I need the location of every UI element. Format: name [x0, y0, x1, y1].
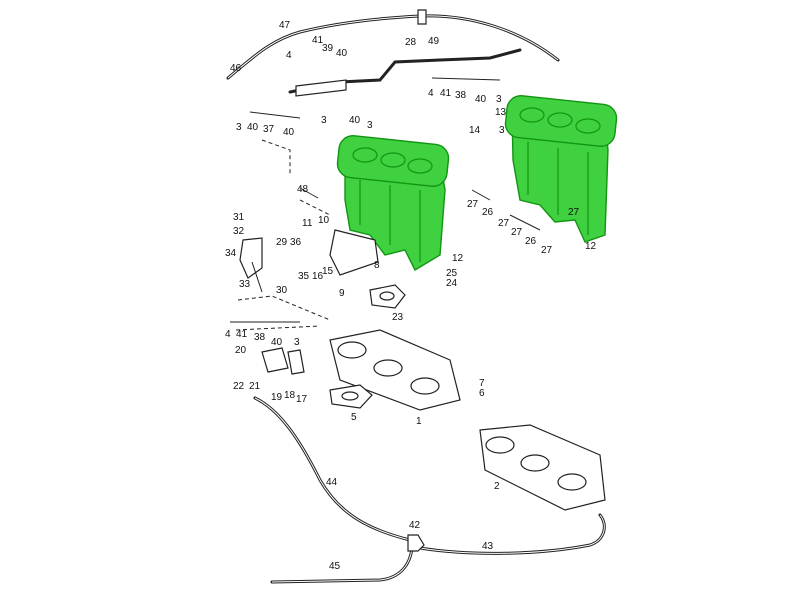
throttle-shaft-28[interactable]	[288, 48, 522, 97]
label-41: 41	[236, 329, 248, 340]
label-4: 4	[225, 329, 231, 340]
label-2: 2	[494, 481, 500, 492]
block-20[interactable]	[261, 347, 289, 373]
label-16: 16	[312, 271, 324, 282]
t-connector-42	[407, 534, 425, 552]
label-39: 39	[322, 43, 334, 54]
label-12: 12	[452, 253, 464, 264]
hose-45[interactable]	[270, 546, 414, 584]
label-8: 8	[374, 260, 380, 271]
label-37: 37	[263, 124, 275, 135]
label-12: 12	[585, 241, 597, 252]
label-36: 36	[290, 237, 302, 248]
label-22: 22	[233, 381, 245, 392]
label-45: 45	[329, 561, 341, 572]
label-13: 13	[495, 107, 507, 118]
label-23: 23	[392, 312, 404, 323]
callout-labels: 47 49 28 41 39 40 4 46 4 41 38 40 3 40 3…	[225, 20, 597, 572]
intake-manifold-12-right[interactable]	[504, 94, 618, 243]
label-47: 47	[279, 20, 291, 31]
lever-34[interactable]	[239, 237, 263, 279]
hose-clip-49	[417, 9, 427, 25]
label-4: 4	[428, 88, 434, 99]
bracket-8[interactable]	[329, 229, 379, 276]
label-31: 31	[233, 212, 245, 223]
label-3: 3	[321, 115, 327, 126]
label-27: 27	[568, 207, 580, 218]
label-7: 7	[479, 378, 485, 389]
label-40: 40	[349, 115, 361, 126]
label-27: 27	[541, 245, 553, 256]
label-40: 40	[336, 48, 348, 59]
label-6: 6	[479, 388, 485, 399]
label-35: 35	[298, 271, 310, 282]
block-17[interactable]	[287, 349, 305, 375]
label-20: 20	[235, 345, 247, 356]
label-40: 40	[283, 127, 295, 138]
label-30: 30	[276, 285, 288, 296]
label-43: 43	[482, 541, 494, 552]
label-28: 28	[405, 37, 417, 48]
carburetor-2[interactable]	[479, 424, 606, 511]
label-19: 19	[271, 392, 283, 403]
gasket-23[interactable]	[369, 284, 406, 309]
label-26: 26	[525, 236, 537, 247]
hose-47-49[interactable]	[226, 14, 560, 80]
label-32: 32	[233, 226, 245, 237]
label-48: 48	[297, 184, 309, 195]
label-44: 44	[326, 477, 338, 488]
label-42: 42	[409, 520, 421, 531]
label-29: 29	[276, 237, 288, 248]
label-14: 14	[469, 125, 481, 136]
gasket-5[interactable]	[329, 384, 373, 409]
label-41: 41	[440, 88, 452, 99]
label-3: 3	[294, 337, 300, 348]
label-33: 33	[239, 279, 251, 290]
label-25: 25	[446, 268, 458, 279]
label-40: 40	[475, 94, 487, 105]
label-11: 11	[302, 218, 313, 229]
label-27: 27	[511, 227, 523, 238]
intake-manifold-12-left[interactable]	[336, 134, 450, 271]
label-3: 3	[499, 125, 505, 136]
label-9: 9	[339, 288, 345, 299]
label-27: 27	[467, 199, 479, 210]
label-3: 3	[236, 122, 242, 133]
label-21: 21	[249, 381, 261, 392]
hose-44[interactable]	[253, 396, 412, 542]
label-10: 10	[318, 215, 330, 226]
label-40: 40	[247, 122, 259, 133]
label-27: 27	[498, 218, 510, 229]
label-3: 3	[367, 120, 373, 131]
label-1: 1	[416, 416, 422, 427]
label-38: 38	[254, 332, 266, 343]
label-38: 38	[455, 90, 467, 101]
rod-48	[299, 187, 319, 199]
label-17: 17	[296, 394, 308, 405]
label-49: 49	[428, 36, 440, 47]
rod-30	[251, 261, 263, 293]
label-5: 5	[351, 412, 357, 423]
label-18: 18	[284, 390, 296, 401]
label-4: 4	[286, 50, 292, 61]
label-24: 24	[446, 278, 458, 289]
hose-43[interactable]	[418, 513, 606, 555]
label-41: 41	[312, 35, 324, 46]
label-40: 40	[271, 337, 283, 348]
label-34: 34	[225, 248, 237, 259]
carburetor-1[interactable]	[329, 329, 461, 411]
label-46: 46	[230, 63, 242, 74]
label-3: 3	[496, 94, 502, 105]
label-26: 26	[482, 207, 494, 218]
label-15: 15	[322, 266, 334, 277]
